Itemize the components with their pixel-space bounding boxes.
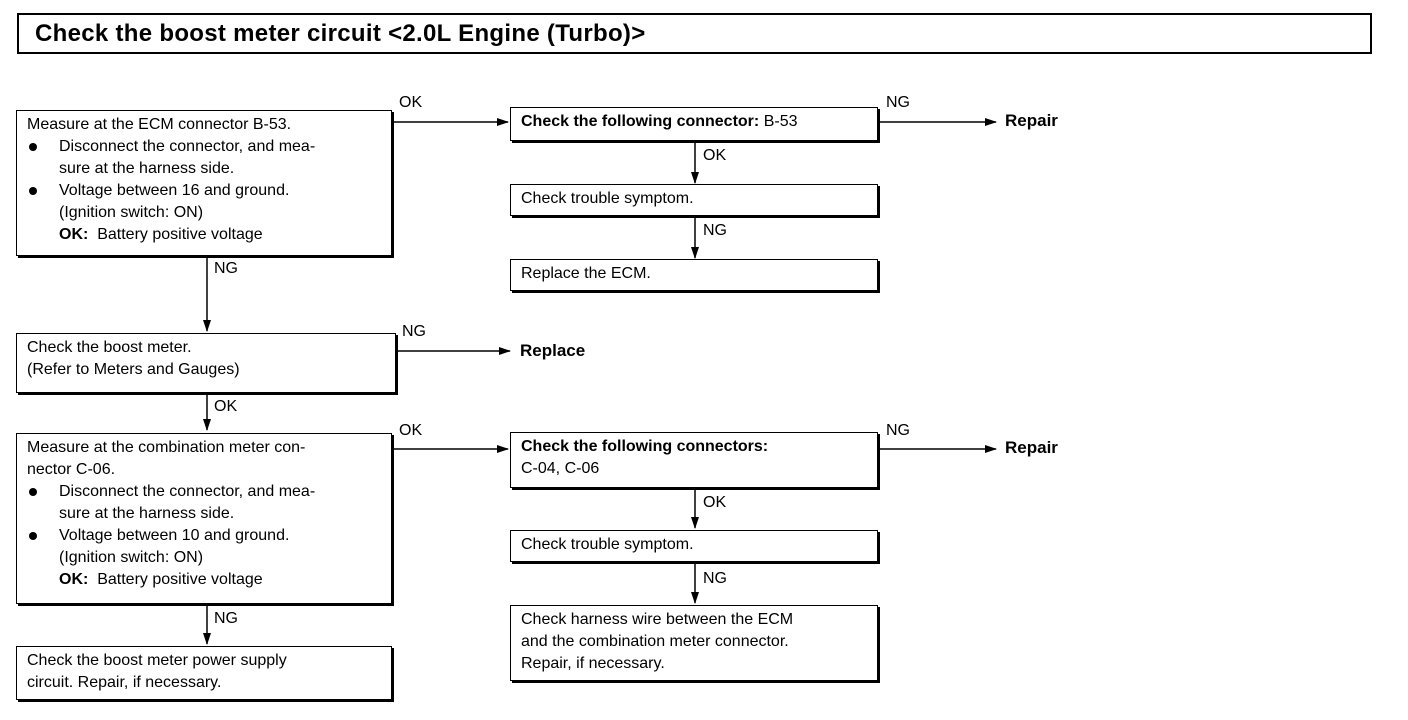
replace-action: Replace bbox=[520, 341, 586, 360]
check-c04-connectors: C-04, C-06 bbox=[521, 460, 600, 477]
boost-meter-box: Check the boost meter. (Refer to Meters … bbox=[16, 333, 396, 393]
check-b53-box: Check the following connector: B-53 bbox=[510, 107, 878, 141]
ng-label-trouble2: NG bbox=[703, 570, 727, 587]
ng-label-boost: NG bbox=[402, 323, 426, 340]
power-supply-box: Check the boost meter power supply circu… bbox=[16, 646, 392, 700]
ecm-bullet-1: Disconnect the connector, and mea- bbox=[27, 136, 381, 158]
combo-bullet-2: Voltage between 10 and ground. bbox=[27, 525, 381, 547]
ecm-bullet-2: Voltage between 16 and ground. bbox=[27, 180, 381, 202]
combo-bullet-1: Disconnect the connector, and mea- bbox=[27, 481, 381, 503]
bullet-icon bbox=[29, 143, 37, 151]
ng-label-b53: NG bbox=[886, 94, 910, 111]
harness-check-box: Check harness wire between the ECM and t… bbox=[510, 605, 878, 681]
combo-bullet-2-cont: (Ignition switch: ON) bbox=[59, 549, 204, 566]
combo-bullet-1-cont: sure at the harness side. bbox=[59, 505, 235, 522]
ng-label-c04: NG bbox=[886, 422, 910, 439]
ecm-ok-line: OK: Battery positive voltage bbox=[59, 226, 263, 243]
ng-label-ecm: NG bbox=[214, 260, 238, 277]
check-b53-label: Check the following connector: bbox=[521, 113, 760, 130]
replace-ecm-box: Replace the ECM. bbox=[510, 259, 878, 291]
check-b53-connector: B-53 bbox=[763, 113, 798, 130]
bullet-icon bbox=[29, 187, 37, 195]
combo-measure-title-2: nector C-06. bbox=[27, 461, 116, 478]
repair-action-2: Repair bbox=[1005, 438, 1058, 457]
power-supply-line-2: circuit. Repair, if necessary. bbox=[27, 674, 222, 691]
bullet-icon bbox=[29, 532, 37, 540]
harness-line-2: and the combination meter connector. bbox=[521, 633, 789, 650]
trouble-symptom-box-1: Check trouble symptom. bbox=[510, 184, 878, 216]
check-c04-box: Check the following connectors: C-04, C-… bbox=[510, 432, 878, 488]
trouble-symptom-box-2: Check trouble symptom. bbox=[510, 530, 878, 562]
check-c04-label: Check the following connectors: bbox=[521, 438, 769, 455]
combo-ok-line: OK: Battery positive voltage bbox=[59, 571, 263, 588]
ecm-bullet-2-cont: (Ignition switch: ON) bbox=[59, 204, 204, 221]
ecm-measure-box: Measure at the ECM connector B-53. Disco… bbox=[16, 110, 392, 256]
title-box: Check the boost meter circuit <2.0L Engi… bbox=[17, 13, 1372, 54]
page-title: Check the boost meter circuit <2.0L Engi… bbox=[35, 20, 646, 47]
ok-label-c04: OK bbox=[703, 494, 727, 511]
ecm-measure-title: Measure at the ECM connector B-53. bbox=[27, 116, 292, 133]
ok-label-b53: OK bbox=[703, 147, 727, 164]
harness-line-1: Check harness wire between the ECM bbox=[521, 611, 794, 628]
power-supply-line-1: Check the boost meter power supply bbox=[27, 652, 287, 669]
ecm-bullet-1-cont: sure at the harness side. bbox=[59, 160, 235, 177]
ng-label-combo: NG bbox=[214, 610, 238, 627]
boost-meter-title: Check the boost meter. bbox=[27, 339, 192, 356]
bullet-icon bbox=[29, 488, 37, 496]
harness-line-3: Repair, if necessary. bbox=[521, 655, 665, 672]
combo-measure-title-1: Measure at the combination meter con- bbox=[27, 439, 306, 456]
boost-meter-reference: (Refer to Meters and Gauges) bbox=[27, 361, 240, 378]
ok-label-combo: OK bbox=[399, 422, 423, 439]
ok-label-boost: OK bbox=[214, 398, 238, 415]
repair-action-1: Repair bbox=[1005, 111, 1058, 130]
combo-measure-box: Measure at the combination meter con- ne… bbox=[16, 433, 392, 604]
ng-label-trouble1: NG bbox=[703, 222, 727, 239]
ok-label-ecm: OK bbox=[399, 94, 423, 111]
